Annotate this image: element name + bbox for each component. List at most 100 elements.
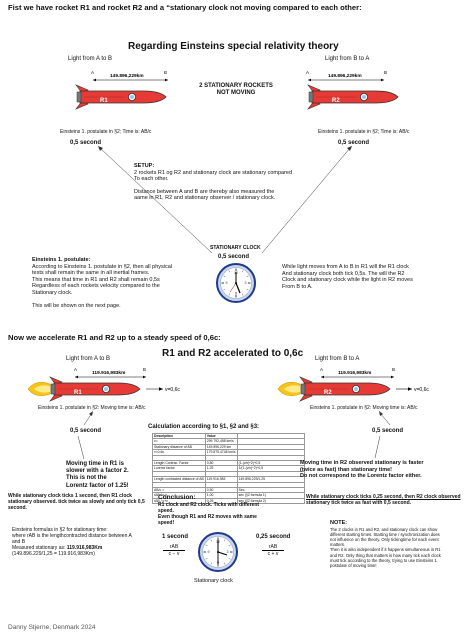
panel1-clock-label: STATIONARY CLOCK: [210, 245, 261, 251]
panel1-left-half-second: 0,5 second: [70, 140, 102, 146]
panel2-title: R1 and R2 accelerated to 0,6c: [162, 348, 304, 359]
panel1-right-label: Light from B to A: [325, 56, 370, 62]
calc-cell: 149.896,229/1,25: [236, 476, 305, 483]
panel1-setup: SETUP: 2 rockets R1 og R2 and stationary…: [134, 163, 344, 202]
calc-cell: [236, 449, 305, 456]
panel1-right-rocket-group: A B 149.896,229km R2: [306, 70, 399, 110]
panel1-setup-title: SETUP:: [134, 163, 155, 169]
panel2-right-tick-line-2: stationary tick twice as fast with 0,5 s…: [306, 500, 412, 506]
panel2-left-velocity: v=0,6c: [165, 387, 180, 393]
panel2-right-label: Light from B to A: [315, 356, 360, 362]
panel1-right-point-b: B: [384, 70, 387, 75]
panel2-note: NOTE: The 2 clocks in R1 and R2, and sta…: [330, 520, 470, 568]
panel2-measured-value: 119.916,983Km: [66, 545, 103, 551]
panel2-left-tick-line-3: second.: [8, 505, 27, 511]
panel2-formula-line-1: Einsteins formulas in §2 for stationary …: [12, 527, 108, 533]
panel2-conclusion-line-4: speed!: [158, 519, 175, 526]
panel2-left-distance: 119.916,983km: [92, 370, 125, 376]
panel2-left-moving-line-3: This is not the: [66, 475, 107, 482]
panel2-left-moving-line-4: Lorentz factor of 1.25!: [66, 482, 129, 489]
panel2-right-velocity: v=0,6c: [414, 387, 429, 393]
panel1-rocket-r2-label: R2: [332, 98, 340, 104]
panel2-conclusion-line-1: R1 clock and R2 clock. Ticks with differ…: [158, 501, 260, 508]
panel1-right-point-a: A: [306, 70, 309, 75]
panel2-left-moving-line-1: Moving time in R1 is: [66, 461, 125, 467]
panel1-point-a: A: [91, 70, 94, 75]
panel2-note-line-1: The 2 clocks in R1 and R2, and stationar…: [330, 526, 438, 532]
panel1-right-postulate-note: Einsteins 1. postulate in §2; Time is: A…: [318, 129, 410, 135]
panel2-right-tick-line-1: While stationary clock ticks 0,25 second…: [306, 494, 461, 500]
panel2-right-point-b: B: [392, 367, 395, 372]
page-heading-top: Fist we have rocket R1 and rocket R2 and…: [8, 3, 362, 12]
panel2-formula-line-3: and B: [12, 539, 26, 545]
panel1-center-text: 2 STATIONARY ROCKETS NOT MOVING: [190, 83, 282, 97]
panel1-distance-line-1: Distance between A and B are thereby als…: [134, 188, 275, 195]
panel1-right-text: While light moves from A to B in R1 will…: [282, 264, 457, 290]
panel1-left-postulate-note: Einsteins 1. postulate in §2; Time is: A…: [60, 129, 152, 135]
panel2-right-distance: 119.916,983km: [338, 370, 371, 376]
panel2-right-moving: Moving time in R2 observed stationary is…: [300, 460, 465, 480]
panel1-point-b: B: [164, 70, 167, 75]
panel2-left-point-a: A: [74, 367, 77, 372]
panel2-note-line-5: Then it is also independent if it happen…: [330, 547, 441, 553]
panel1-postulate-line-3: This means that time in R1 and R2 shall …: [32, 276, 160, 283]
panel2-note-line-6: and R2. Only thing that matters is how m…: [330, 552, 441, 558]
panel1-postulate-line-5: Stationary clock.: [32, 289, 73, 296]
panel1-next-page: This will be shown on the next page.: [32, 302, 121, 309]
calc-cell: rAB / c+v: [152, 497, 206, 505]
panel2-measured-prefix: Measured stationary as:: [12, 545, 67, 551]
panel1-right-line-1: While light moves from A to B in R1 will…: [282, 264, 409, 270]
panel2-left-label: Light from A to B: [66, 356, 111, 362]
calc-cell: v=0,6c: [152, 449, 206, 456]
panel2-quarter-second: 0,25 second: [256, 534, 291, 540]
panel2-left-moving-line-2: slower with a factor 2.: [66, 468, 129, 475]
panel2-note-title: NOTE:: [330, 520, 348, 526]
panel2-right-point-a: A: [320, 367, 323, 372]
panel2-left-rocket-group: A B 119.916,983km R1 v=0,6c: [28, 367, 180, 402]
panel2-left-point-b: B: [143, 367, 146, 372]
panel1-center-line1: 2 STATIONARY ROCKETS: [199, 83, 273, 89]
panel1-arrows: [98, 146, 352, 254]
panel2-conclusion-title: Conclusion:: [158, 494, 196, 501]
panel1-right-half-second: 0,5 second: [338, 140, 370, 146]
panel2-right-tick: While stationary clock ticks 0,25 second…: [306, 494, 471, 506]
calc-cell: sec (§2 formula 2): [236, 497, 305, 505]
panel2-right-postulate-note: Einsteins 1. postulate in §2: Moving tim…: [310, 405, 418, 411]
panel2-note-line-8: postulate of moving time!: [330, 562, 377, 568]
panel2-frac-right-den: c + v: [262, 550, 284, 557]
panel2-stationary-clock-icon: [198, 532, 238, 572]
panel2-left-postulate-note: Einsteins 1. postulate in §2: Moving tim…: [38, 405, 146, 411]
panel1-left-distance: 149.896,229km: [110, 73, 144, 79]
panel2-one-second: 1 second: [162, 534, 189, 540]
panel1-rocket-r1-label: R1: [100, 98, 108, 104]
panel2-note-line-2: different starting times. Starting time …: [330, 531, 440, 537]
panel1-left-rocket-group: A B 149.896,229km R1: [75, 70, 168, 110]
panel2-left-half-second: 0,5 second: [70, 428, 102, 434]
panel1-postulate-line-1: According to Einsteins 1. postulate in §…: [32, 263, 173, 270]
panel2-calc-title: Calculation according to §1, §2 and §3:: [148, 424, 260, 430]
panel1-right-distance: 149.896,229km: [328, 73, 362, 79]
panel2-formula-line-2: where rAB is the lengthcontracted distan…: [12, 533, 132, 539]
panel2-note-line-7: must tick according to the theory, tryin…: [330, 557, 438, 563]
panel2-right-rocket-group: A B 119.916,983km R2 v=0,6c: [277, 367, 429, 402]
panel2-clock-label: Stationary clock: [194, 578, 233, 584]
calc-cell: Length Contrac. Factor: [152, 459, 206, 467]
panel2-left-tick-line-2: stationary observed. tick twice as slowl…: [8, 499, 145, 505]
panel2-left-moving: Moving time in R1 is slower with a facto…: [66, 461, 146, 490]
panel2-left-tick-line-1: While stationary clock ticks 1 second, t…: [8, 493, 132, 499]
panel1-right-line-3: Clock and stationary clock while the lig…: [282, 277, 413, 284]
panel2-frac-left-den: c − v: [163, 550, 185, 557]
panel1-title: Regarding Einsteins special relativity t…: [128, 41, 339, 52]
panel2-measured-calc: (149.896.229/1,25 = 119.916,983Km): [12, 551, 95, 557]
panel2-right-moving-line-3: Do not correspond to the Lorentz factor …: [300, 473, 422, 480]
panel2-rocket-r2-label: R2: [324, 390, 332, 396]
panel2-conclusion: Conclusion: R1 clock and R2 clock. Ticks…: [158, 494, 288, 526]
panel1-postulate-line-2: tests shall remain the same in all inert…: [32, 270, 150, 277]
page-heading-mid: Now we accelerate R1 and R2 up to a stea…: [8, 333, 221, 342]
